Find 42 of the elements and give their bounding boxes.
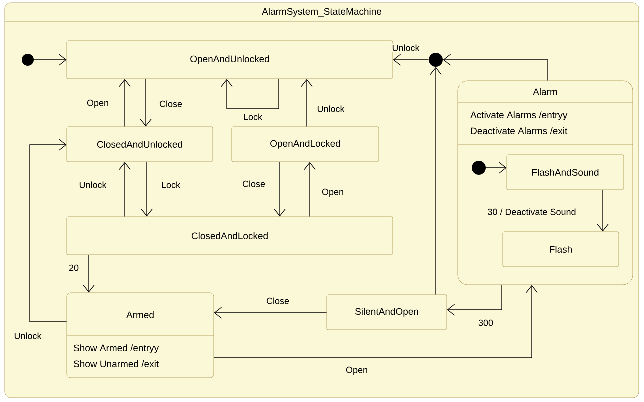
transition-arrow — [214, 307, 328, 319]
state-box: OpenAndUnlocked — [66, 40, 394, 80]
edge-label: Unlock — [391, 44, 421, 52]
edge-label: Unlock — [316, 104, 346, 114]
edge-label: Lock — [160, 180, 182, 190]
state-box: ClosedAndUnlocked — [66, 126, 214, 162]
transition-arrow — [140, 78, 152, 127]
state-box: FlashAndSound — [506, 154, 624, 190]
state-box: Armed Show Armed /entryy Show Unarmed /exit — [66, 292, 214, 378]
edge-label: Close — [266, 296, 290, 306]
edge-label: 30 / Deactivate Sound — [486, 208, 578, 216]
state-box: OpenAndLocked — [232, 126, 380, 162]
edge-label: Unlock — [78, 180, 108, 190]
initial-dot — [472, 161, 486, 175]
edge-label: Open — [321, 188, 346, 198]
transition-arrow — [301, 79, 313, 128]
edge-label: Close — [242, 180, 266, 188]
transition-arrow — [597, 190, 609, 232]
edge-label: Close — [158, 100, 184, 108]
state-box: ClosedAndLocked — [66, 216, 394, 256]
state-box: Flash — [502, 232, 620, 268]
transition-arrow — [141, 162, 153, 217]
transition-arrow — [274, 162, 286, 217]
transition-arrow — [443, 54, 548, 82]
transition-arrow — [486, 162, 507, 174]
initial-dot — [22, 54, 34, 66]
edge-label: Lock — [242, 112, 264, 122]
transition-arrow — [214, 285, 538, 358]
junction-dot — [429, 53, 443, 67]
transition-arrow — [119, 79, 131, 128]
transition-arrow — [83, 254, 95, 293]
transition-arrow — [30, 139, 68, 322]
transition-arrow — [34, 54, 67, 66]
state-box: SilentAndOpen — [326, 294, 448, 330]
transition-arrow — [119, 162, 131, 218]
transition-arrow — [430, 67, 442, 296]
transition-arrow — [221, 78, 280, 110]
edge-label: Open — [345, 366, 370, 376]
transition-arrow — [393, 54, 430, 66]
transition-arrow — [304, 162, 316, 218]
transition-arrow — [447, 284, 502, 316]
edge-label: Unlock — [13, 332, 43, 340]
